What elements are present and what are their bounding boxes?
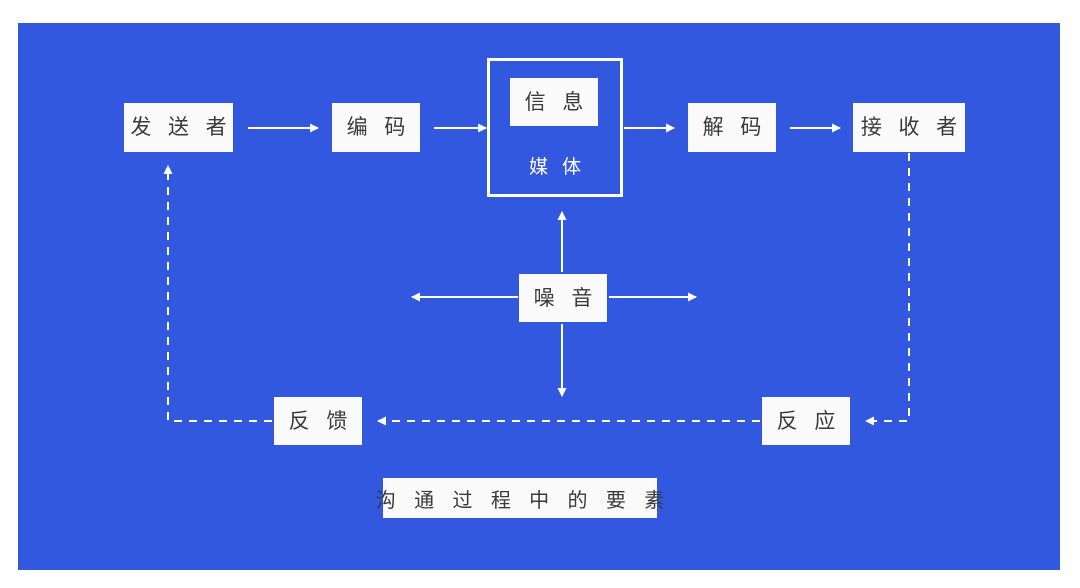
node-reaction[interactable]: 反 应 [762, 397, 850, 445]
media-frame-label: 媒 体 [528, 155, 586, 178]
node-decode[interactable]: 解 码 [688, 103, 776, 152]
node-receiver[interactable]: 接 收 者 [853, 103, 965, 152]
node-message[interactable]: 信 息 [510, 78, 598, 126]
diagram-caption: 沟 通 过 程 中 的 要 素 [376, 478, 664, 518]
media-frame [487, 58, 623, 197]
node-sender[interactable]: 发 送 者 [124, 103, 233, 152]
node-noise[interactable]: 噪 音 [519, 274, 607, 322]
node-feedback[interactable]: 反 馈 [274, 397, 362, 445]
node-encode[interactable]: 编 码 [332, 103, 420, 152]
